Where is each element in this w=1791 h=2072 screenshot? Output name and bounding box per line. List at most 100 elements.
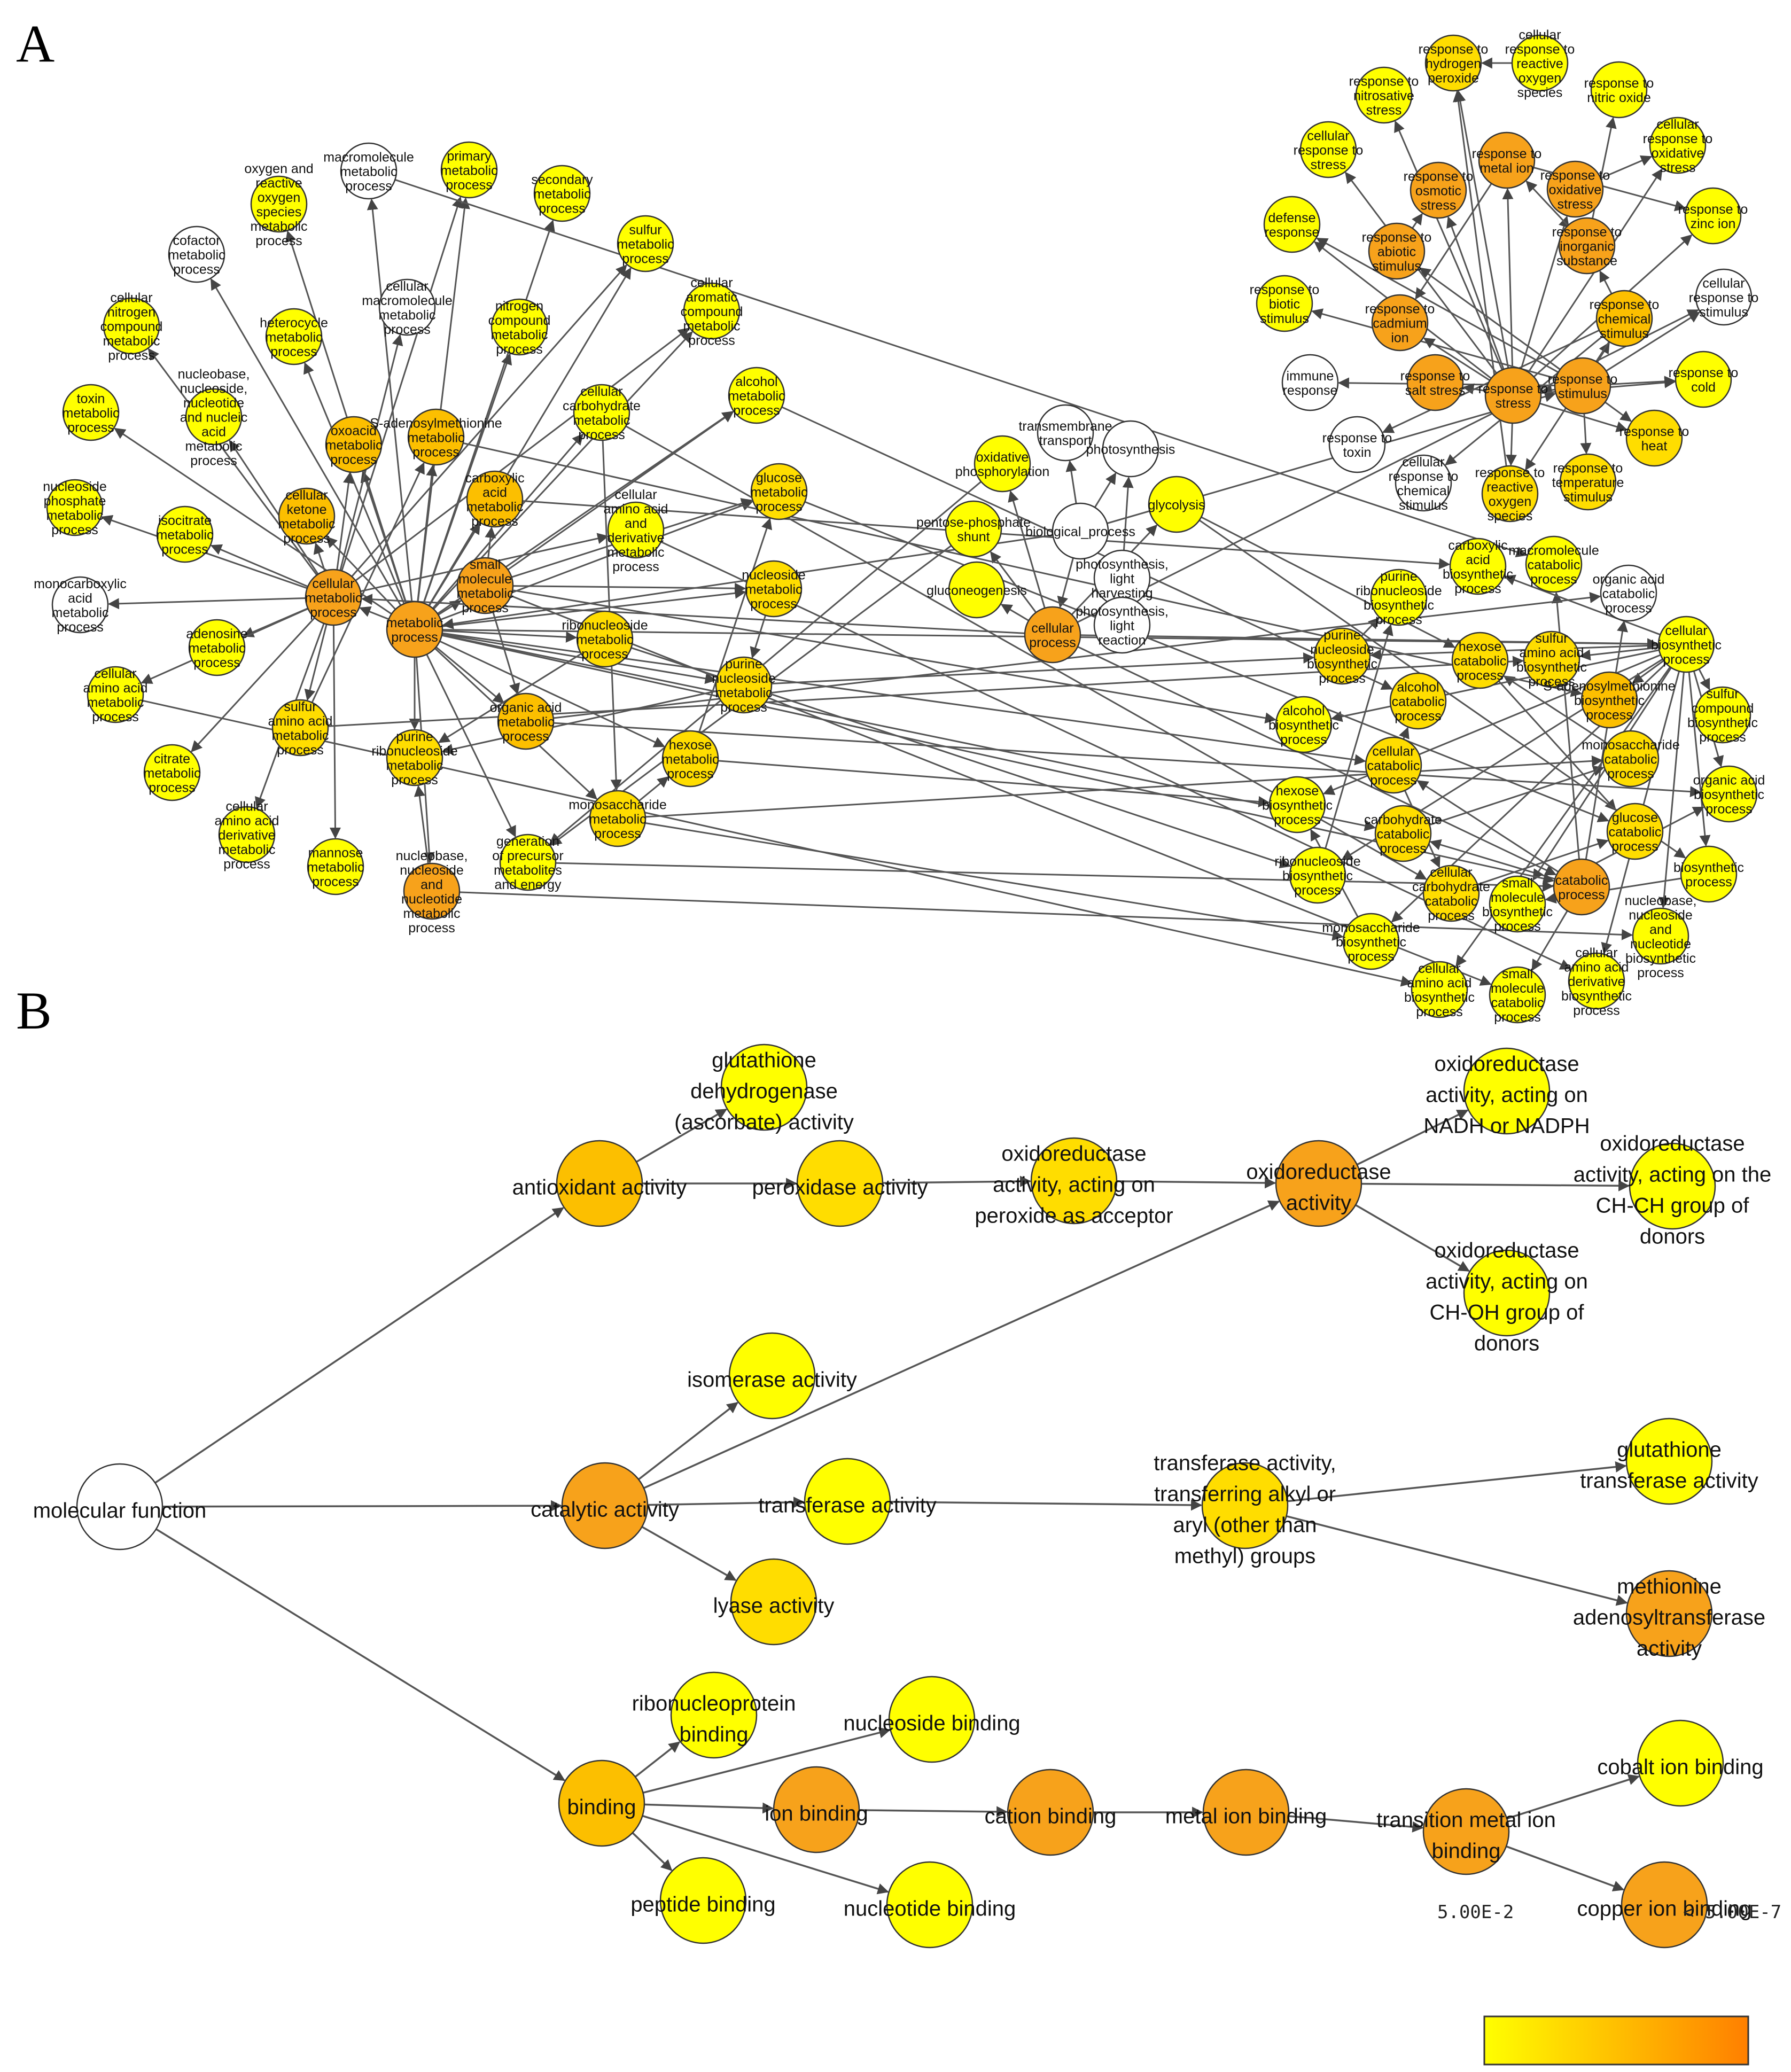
a-node-circle-transmembrane[interactable] xyxy=(1037,404,1094,462)
b-node-circle-isomerase[interactable] xyxy=(728,1332,816,1420)
a-node-circle-respcadm[interactable] xyxy=(1371,294,1429,352)
a-node-circle-respheat[interactable] xyxy=(1625,409,1683,467)
a-node-circle-toxin[interactable] xyxy=(62,384,120,441)
a-node-circle-respsalt[interactable] xyxy=(1406,354,1464,411)
a-node-circle-purineribo[interactable] xyxy=(386,729,443,786)
a-node-circle-respinorg[interactable] xyxy=(1558,217,1616,275)
a-node-glycolysis[interactable]: glycolysis xyxy=(1148,476,1205,533)
a-node-circle-photolr[interactable] xyxy=(1093,596,1151,654)
a-node-circle-cellmetab[interactable] xyxy=(305,568,362,626)
b-node-perox[interactable]: peroxidase activity xyxy=(752,1140,928,1227)
b-node-cationb[interactable]: cation binding xyxy=(985,1769,1117,1856)
a-node-circle-respabiotic[interactable] xyxy=(1368,222,1426,280)
a-node-circle-cellbio[interactable] xyxy=(1657,616,1715,673)
b-node-circle-peptide[interactable] xyxy=(659,1857,747,1944)
b-node-circle-ionb[interactable] xyxy=(773,1766,860,1853)
b-node-circle-transferase[interactable] xyxy=(804,1458,891,1545)
a-node-circle-nucleobasena[interactable] xyxy=(185,388,243,446)
a-node-circle-respzinc[interactable] xyxy=(1684,187,1742,245)
a-node-circle-monocarb[interactable] xyxy=(51,576,109,634)
b-node-circle-copper[interactable] xyxy=(1621,1861,1708,1949)
b-node-circle-antiox[interactable] xyxy=(556,1140,643,1227)
a-node-circle-smallmolcat[interactable] xyxy=(1489,966,1546,1024)
a-node-circle-isocitrate[interactable] xyxy=(156,505,214,563)
a-node-circle-resph2o2[interactable] xyxy=(1424,34,1482,92)
a-node-circle-hexosebio[interactable] xyxy=(1268,776,1326,834)
a-node-circle-cellaminoder[interactable] xyxy=(218,806,276,863)
b-node-circle-transmetal[interactable] xyxy=(1422,1788,1510,1875)
a-node-circle-nucleobasebio[interactable] xyxy=(1632,907,1689,965)
a-node-circle-purinenucmet[interactable] xyxy=(715,656,773,714)
a-node-circle-cellros[interactable] xyxy=(1511,34,1569,92)
b-node-circle-nucleosideb[interactable] xyxy=(888,1676,976,1763)
b-node-circle-lyase[interactable] xyxy=(730,1558,817,1646)
a-node-circle-cellaminoderbio[interactable] xyxy=(1568,952,1625,1010)
a-node-circle-gluconeo[interactable] xyxy=(948,561,1006,619)
b-node-isomerase[interactable]: isomerase activity xyxy=(687,1332,857,1420)
a-node-circle-adenosine[interactable] xyxy=(188,619,246,676)
a-node-circle-samebio[interactable] xyxy=(1580,671,1638,729)
a-node-circle-ribonucmet[interactable] xyxy=(576,610,634,668)
b-node-catalytic[interactable]: catalytic activity xyxy=(531,1462,679,1549)
b-node-circle-mf[interactable] xyxy=(76,1463,163,1551)
b-node-circle-binding[interactable] xyxy=(558,1759,645,1847)
a-node-circle-alcoholbio[interactable] xyxy=(1275,696,1333,753)
b-node-ionb[interactable]: ion binding xyxy=(765,1766,868,1853)
a-node-circle-cellmacro[interactable] xyxy=(378,278,436,336)
a-node-circle-respox[interactable] xyxy=(1546,160,1604,218)
b-node-circle-nucleotideb[interactable] xyxy=(886,1861,974,1949)
a-node-circle-cofactor[interactable] xyxy=(168,225,225,283)
a-node-circle-smallmol[interactable] xyxy=(456,557,514,614)
a-node-circle-cellcarb[interactable] xyxy=(573,384,630,441)
b-node-circle-oxchoh[interactable] xyxy=(1463,1249,1551,1337)
b-node-circle-mat[interactable] xyxy=(1625,1570,1713,1657)
a-node-circle-pentose[interactable] xyxy=(945,500,1002,558)
a-node-circle-cellox[interactable] xyxy=(1649,116,1707,174)
